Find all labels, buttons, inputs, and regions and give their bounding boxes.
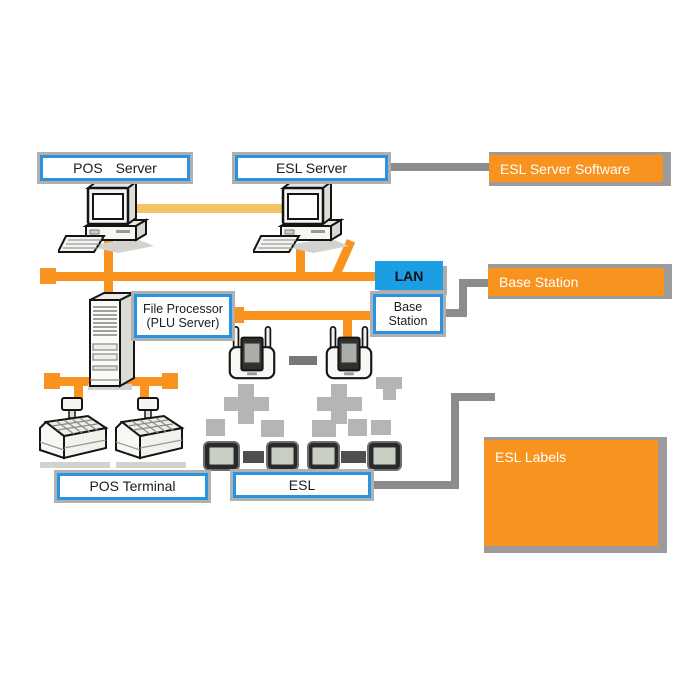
esl-tag-icon <box>307 441 340 471</box>
pos-terminal-label: POS Terminal <box>57 473 208 500</box>
fileprocessor-line-endpoint <box>228 307 244 323</box>
radio-wave-square <box>206 419 225 436</box>
file-processor-line2: (PLU Server) <box>146 316 220 330</box>
radio-wave-square <box>331 384 347 397</box>
pos-terminal-label-text: POS Terminal <box>89 478 176 495</box>
radio-wave-square <box>371 420 391 435</box>
connector-eslserver-to-software <box>388 163 489 171</box>
connector-esl-v <box>451 393 459 489</box>
radio-wave-square <box>348 419 367 436</box>
esl-labels-callout: ESL Labels <box>484 440 658 546</box>
transceiver-link-dash <box>289 356 317 365</box>
esl-label-text: ESL <box>288 476 316 493</box>
radio-wave-square <box>261 420 284 437</box>
esl-server-label-text: ESL Server <box>275 159 348 176</box>
radio-wave-square <box>224 397 269 411</box>
connector-terminal1-drop <box>74 384 83 406</box>
connector-pos-esl-server <box>126 204 290 213</box>
esl-tag-icon <box>266 441 299 471</box>
lan-node: LAN <box>375 261 443 290</box>
esl-server-label: ESL Server <box>235 155 388 181</box>
base-station-callout: Base Station <box>488 268 664 296</box>
connector-basestation-h2 <box>459 279 489 287</box>
wireless-transceiver-icon-left <box>226 324 278 382</box>
wireless-transceiver-icon-right <box>323 324 375 382</box>
radio-wave-square <box>312 420 336 437</box>
esl-server-software-text: ESL Server Software <box>500 160 631 177</box>
esl-tag-joiner <box>341 451 366 463</box>
connector-basestation-v <box>459 279 467 317</box>
esl-server-icon <box>253 180 353 254</box>
connector-basestation-h1 <box>441 309 467 317</box>
radio-wave-square <box>383 389 396 400</box>
esl-server-software-callout: ESL Server Software <box>489 155 663 182</box>
connector-fileprocessor-basestation <box>232 311 376 320</box>
bus-left-endpoint <box>40 268 56 284</box>
lan-bus <box>46 272 378 281</box>
base-station-callout-text: Base Station <box>499 274 579 290</box>
pos-server-label-text: POS Server <box>73 159 157 176</box>
connector-terminal2-drop <box>140 384 149 406</box>
esl-tag-icon <box>367 441 402 471</box>
connector-esl-h2 <box>451 393 495 401</box>
connector-basestation-drop <box>343 313 352 357</box>
connector-eslserver-down <box>296 244 305 274</box>
file-processor-label-text: File Processor (PLU Server) <box>143 302 223 331</box>
radio-wave-square <box>376 377 402 389</box>
radio-wave-square <box>238 384 254 397</box>
radio-wave-square <box>317 397 362 411</box>
pos-register-icon-right <box>110 396 190 470</box>
base-station-node-text: Base Station <box>389 300 428 329</box>
esl-tag-joiner <box>243 451 264 463</box>
file-processor-line1: File Processor <box>143 301 223 316</box>
pos-server-label: POS Server <box>40 155 190 181</box>
pos-server-icon <box>58 180 158 254</box>
esl-label: ESL <box>233 472 371 498</box>
lan-label-text: LAN <box>394 267 424 284</box>
base-station-line2: Station <box>388 314 428 328</box>
esl-tag-icon <box>203 441 240 471</box>
file-processor-tower-icon <box>84 288 140 390</box>
file-processor-label: File Processor (PLU Server) <box>134 294 232 338</box>
pos-register-icon-left <box>34 396 114 470</box>
base-station-line1: Base <box>393 299 423 314</box>
esl-labels-text: ESL Labels <box>495 449 567 465</box>
terminal-bus-right-endpoint <box>162 373 178 389</box>
connector-esl-h1 <box>371 481 459 489</box>
radio-wave-square <box>238 411 254 424</box>
terminal-bus-left-endpoint <box>44 373 60 389</box>
base-station-node: Base Station <box>373 294 443 334</box>
